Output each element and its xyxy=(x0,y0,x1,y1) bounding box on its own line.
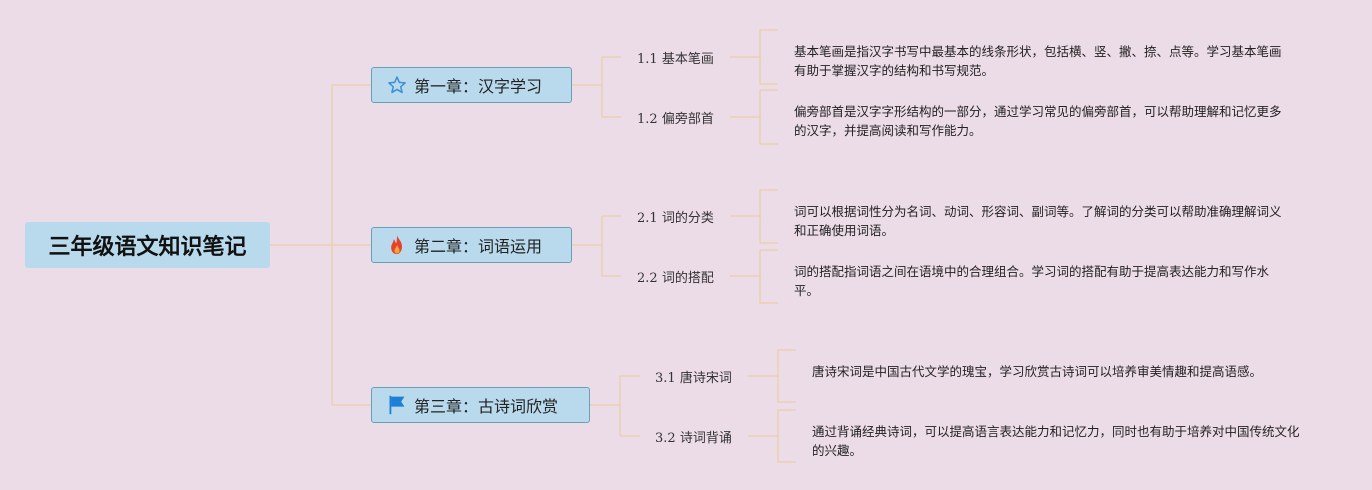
chapter-node-2[interactable]: 第二章：词语运用 xyxy=(371,227,572,263)
section-label: 词的分类 xyxy=(661,211,714,226)
flag-icon xyxy=(386,394,408,416)
chapter-title: 第三章：古诗词欣赏 xyxy=(414,397,559,416)
section-number: 3.2 xyxy=(655,431,676,446)
section-number: 3.1 xyxy=(655,371,676,386)
section-node-1-1[interactable]: 1.1 基本笔画 xyxy=(637,48,714,67)
section-label: 唐诗宋词 xyxy=(679,371,732,386)
section-number: 1.2 xyxy=(637,112,658,127)
section-number: 2.1 xyxy=(637,211,658,226)
section-description-3-1: 唐诗宋词是中国古代文学的瑰宝，学习欣赏古诗词可以培养审美情趣和提高语感。 xyxy=(812,364,1263,379)
root-title: 三年级语文知识笔记 xyxy=(48,235,247,260)
chapter-title: 第二章：词语运用 xyxy=(414,237,543,256)
section-node-1-2[interactable]: 1.2 偏旁部首 xyxy=(637,108,714,127)
section-description-3-2: 通过背诵经典诗词，可以提高语言表达能力和记忆力，同时也有助于培养对中国传统文化的… xyxy=(812,424,1300,458)
section-label: 基本笔画 xyxy=(661,52,714,67)
section-number: 2.2 xyxy=(637,271,658,286)
section-node-3-1[interactable]: 3.1 唐诗宋词 xyxy=(655,367,732,386)
section-label: 诗词背诵 xyxy=(679,431,732,446)
chapter-node-3[interactable]: 第三章：古诗词欣赏 xyxy=(371,387,590,423)
root-node[interactable]: 三年级语文知识笔记 xyxy=(25,222,270,268)
star-outline-icon xyxy=(386,74,408,96)
section-node-2-2[interactable]: 2.2 词的搭配 xyxy=(637,267,714,286)
section-description-2-2: 词的搭配指词语之间在语境中的合理组合。学习词的搭配有助于提高表达能力和写作水平。 xyxy=(794,264,1270,298)
chapter-node-1[interactable]: 第一章：汉字学习 xyxy=(371,67,572,103)
section-label: 偏旁部首 xyxy=(661,112,714,127)
section-label: 词的搭配 xyxy=(661,271,714,286)
fire-icon xyxy=(386,234,408,256)
section-description-1-2: 偏旁部首是汉字字形结构的一部分，通过学习常见的偏旁部首，可以帮助理解和记忆更多的… xyxy=(794,104,1282,138)
section-node-2-1[interactable]: 2.1 词的分类 xyxy=(637,207,714,226)
section-description-2-1: 词可以根据词性分为名词、动词、形容词、副词等。了解词的分类可以帮助准确理解词义和… xyxy=(794,204,1282,238)
chapter-title: 第一章：汉字学习 xyxy=(414,77,543,96)
section-number: 1.1 xyxy=(637,52,658,67)
section-description-1-1: 基本笔画是指汉字书写中最基本的线条形状，包括横、竖、撇、捺、点等。学习基本笔画有… xyxy=(794,44,1282,78)
section-node-3-2[interactable]: 3.2 诗词背诵 xyxy=(655,427,732,446)
